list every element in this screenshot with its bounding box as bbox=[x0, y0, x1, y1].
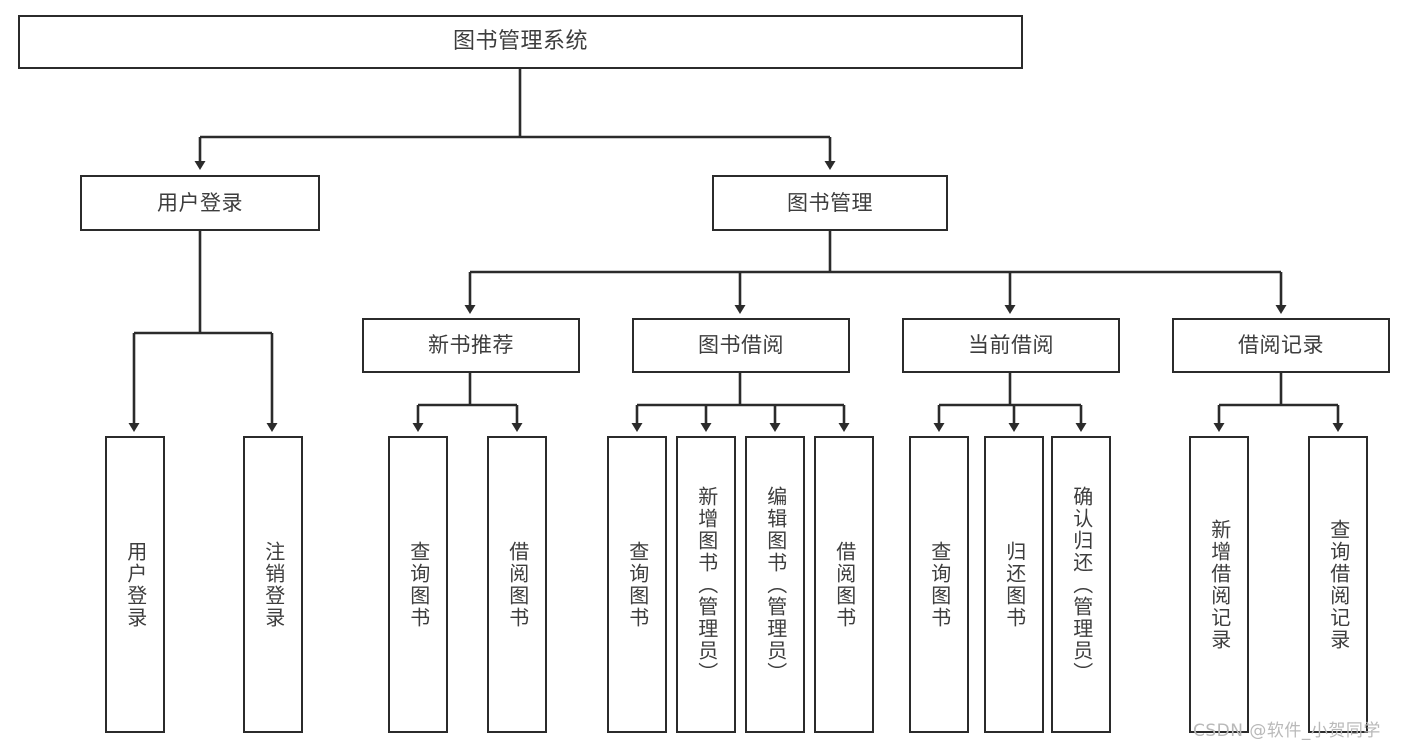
leaf-user-login[interactable]: 用户登录 bbox=[105, 436, 165, 733]
leaf-edit-book-admin[interactable]: 编辑图书（管理员） bbox=[745, 436, 805, 733]
leaf-return-book[interactable]: 归还图书 bbox=[984, 436, 1044, 733]
leaf-borrow-book-label: 借阅图书 bbox=[832, 540, 857, 629]
node-borrow-record-label: 借阅记录 bbox=[1238, 333, 1324, 358]
node-new-book-recommend[interactable]: 新书推荐 bbox=[362, 318, 580, 373]
leaf-query-book-borrow[interactable]: 查询图书 bbox=[607, 436, 667, 733]
leaf-borrow-book-recommend[interactable]: 借阅图书 bbox=[487, 436, 547, 733]
node-current-borrow-label: 当前借阅 bbox=[968, 333, 1054, 358]
leaf-add-borrow-record-label: 新增借阅记录 bbox=[1207, 518, 1232, 651]
leaf-user-login-label: 用户登录 bbox=[123, 540, 148, 629]
leaf-query-book-current-label: 查询图书 bbox=[927, 540, 952, 629]
leaf-borrow-book-recommend-label: 借阅图书 bbox=[505, 540, 530, 629]
node-book-management-label: 图书管理 bbox=[787, 190, 873, 215]
leaf-query-book-borrow-label: 查询图书 bbox=[625, 540, 650, 629]
leaf-add-book-admin-label: 新增图书（管理员） bbox=[694, 485, 719, 684]
node-borrow-record[interactable]: 借阅记录 bbox=[1172, 318, 1390, 373]
leaf-query-borrow-record[interactable]: 查询借阅记录 bbox=[1308, 436, 1368, 733]
leaf-borrow-book[interactable]: 借阅图书 bbox=[814, 436, 874, 733]
leaf-query-book-current[interactable]: 查询图书 bbox=[909, 436, 969, 733]
leaf-return-book-label: 归还图书 bbox=[1002, 540, 1027, 629]
node-book-borrow[interactable]: 图书借阅 bbox=[632, 318, 850, 373]
node-new-book-recommend-label: 新书推荐 bbox=[428, 333, 514, 358]
leaf-logout-label: 注销登录 bbox=[261, 540, 286, 629]
leaf-query-book-recommend-label: 查询图书 bbox=[406, 540, 431, 629]
leaf-add-book-admin[interactable]: 新增图书（管理员） bbox=[676, 436, 736, 733]
leaf-edit-book-admin-label: 编辑图书（管理员） bbox=[763, 485, 788, 684]
node-user-login-label: 用户登录 bbox=[157, 190, 243, 215]
node-book-borrow-label: 图书借阅 bbox=[698, 333, 784, 358]
watermark: CSDN @软件_小贺同学 bbox=[1193, 721, 1381, 741]
node-root-label: 图书管理系统 bbox=[452, 29, 588, 55]
leaf-logout[interactable]: 注销登录 bbox=[243, 436, 303, 733]
node-root[interactable]: 图书管理系统 bbox=[18, 15, 1023, 69]
node-current-borrow[interactable]: 当前借阅 bbox=[902, 318, 1120, 373]
node-book-management[interactable]: 图书管理 bbox=[712, 175, 948, 231]
node-user-login[interactable]: 用户登录 bbox=[80, 175, 320, 231]
leaf-confirm-return-admin[interactable]: 确认归还（管理员） bbox=[1051, 436, 1111, 733]
leaf-query-borrow-record-label: 查询借阅记录 bbox=[1326, 518, 1351, 651]
leaf-add-borrow-record[interactable]: 新增借阅记录 bbox=[1189, 436, 1249, 733]
leaf-confirm-return-admin-label: 确认归还（管理员） bbox=[1069, 485, 1094, 684]
leaf-query-book-recommend[interactable]: 查询图书 bbox=[388, 436, 448, 733]
